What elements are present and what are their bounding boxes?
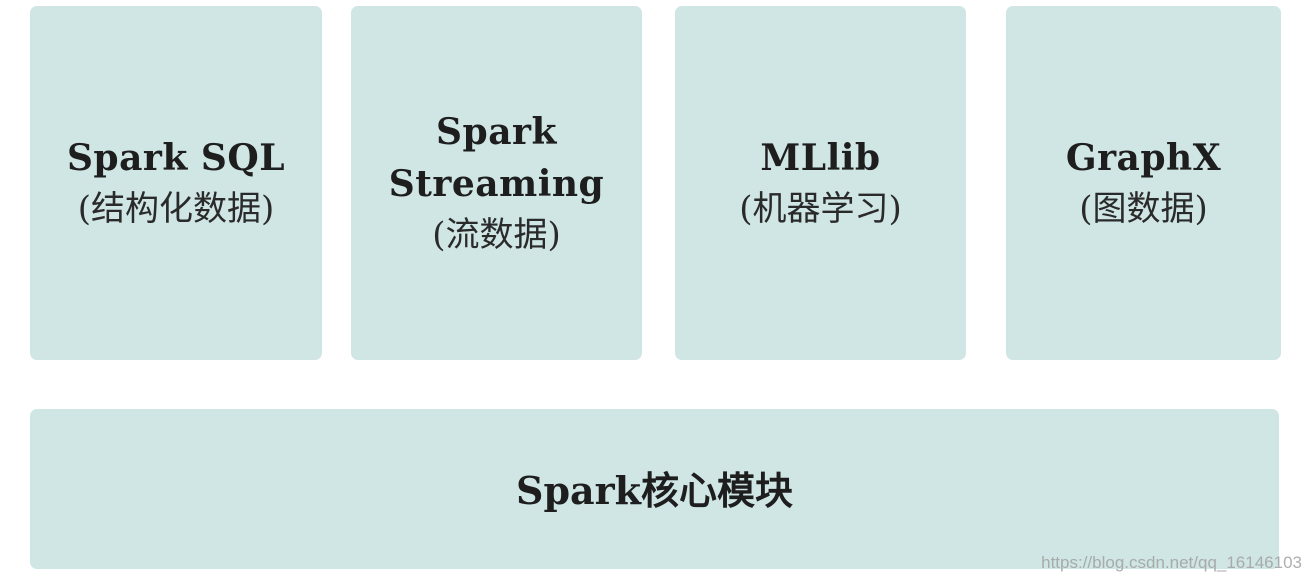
mllib-title: MLlib: [760, 137, 881, 179]
spark-streaming-module-box: Spark Streaming (流数据): [351, 6, 642, 360]
spark-sql-description: (结构化数据): [77, 189, 275, 229]
spark-core-label: Spark核心模块: [516, 468, 793, 513]
spark-streaming-title-line1: Spark: [436, 111, 557, 153]
graphx-title: GraphX: [1065, 137, 1222, 179]
graphx-module-box: GraphX (图数据): [1006, 6, 1281, 360]
graphx-description: (图数据): [1079, 189, 1208, 229]
watermark-url: https://blog.csdn.net/qq_16146103: [1041, 553, 1302, 572]
spark-streaming-title-line2: Streaming: [388, 163, 605, 205]
spark-sql-module-box: Spark SQL (结构化数据): [30, 6, 322, 360]
spark-streaming-description: (流数据): [432, 215, 561, 255]
mllib-description: (机器学习): [739, 189, 902, 229]
spark-sql-title: Spark SQL: [66, 137, 286, 179]
spark-core-module-box: Spark核心模块: [30, 409, 1279, 569]
mllib-module-box: MLlib (机器学习): [675, 6, 966, 360]
